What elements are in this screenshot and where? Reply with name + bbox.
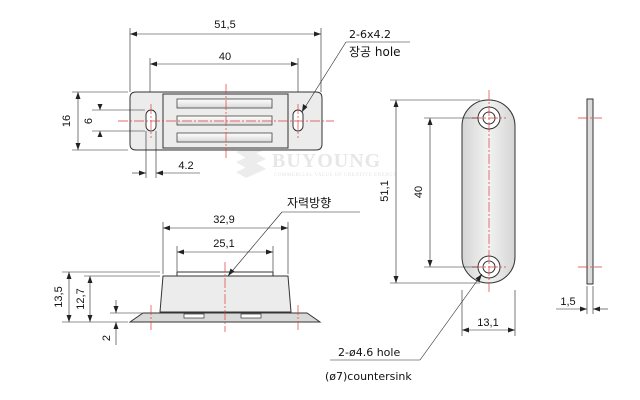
watermark-brand: BUYOUNG <box>272 150 381 172</box>
dim-plate-length: 51,1 <box>379 180 391 201</box>
dim-hole-spacing: 40 <box>413 186 425 198</box>
side-view-body <box>159 275 292 313</box>
watermark: BUYOUNG COMMERCIAL VALUE OF CREATIVE ENE… <box>236 143 397 178</box>
dim-height: 16 <box>61 115 73 127</box>
top-view-stripe <box>176 132 273 143</box>
watermark-tagline: COMMERCIAL VALUE OF CREATIVE ENERGY <box>274 173 397 178</box>
dim-inner-width: 25,1 <box>213 238 234 250</box>
top-view-hole-note-line1: 2-6x4.2 <box>349 28 391 41</box>
side-view-force-direction: 자력방향 <box>287 196 331 210</box>
dim-plate-width: 13,1 <box>477 317 498 329</box>
plate-view: 51,1 40 13,1 2-ø4.6 hole (ø7)countersink <box>325 90 608 383</box>
top-view-stripe <box>176 115 273 126</box>
top-view-hole-note-line2: 장공 hole <box>349 45 401 59</box>
dim-flange: 2 <box>101 335 113 341</box>
dim-overall-width: 51,5 <box>214 19 235 31</box>
dim-slot-spacing: 40 <box>219 51 231 63</box>
dim-top-width: 32,9 <box>213 214 234 226</box>
side-view-slot-left <box>183 313 205 319</box>
dim-total-height: 13,5 <box>53 286 65 307</box>
dim-slot-offset: 4.2 <box>178 160 193 172</box>
top-view-stripe <box>176 98 273 109</box>
plate-hole-note-line2: (ø7)countersink <box>325 370 412 383</box>
side-view: 자력방향 32,9 25,1 13,5 <box>53 196 360 345</box>
plate-hole-note-line1: 2-ø4.6 hole <box>338 346 400 359</box>
dim-body-height: 12,7 <box>75 288 87 309</box>
dim-slot-width: 6 <box>83 118 95 124</box>
plate-thickness-view <box>586 98 594 285</box>
plate-body <box>461 99 516 284</box>
side-view-slot-right <box>240 313 262 319</box>
top-view: 51,5 40 16 <box>61 19 410 178</box>
dim-plate-thickness: 1,5 <box>560 296 575 308</box>
